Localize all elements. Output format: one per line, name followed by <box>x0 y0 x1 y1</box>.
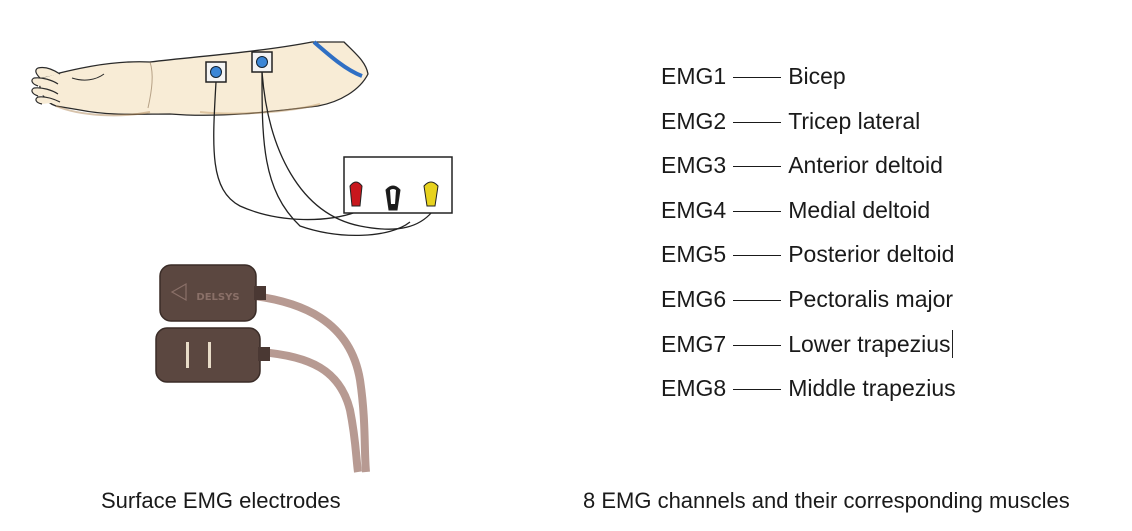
dash-line <box>733 299 782 301</box>
channel-row: EMG1 Bicep <box>661 62 1081 107</box>
dash-line <box>733 210 782 212</box>
red-lead-icon <box>349 181 363 207</box>
muscle-label: Medial deltoid <box>788 196 931 223</box>
contact-bar-1 <box>186 342 189 368</box>
dash-line <box>733 77 782 78</box>
channel-row: EMG6 Pectoralis major <box>661 285 1081 330</box>
arm-shape <box>38 41 369 116</box>
muscle-label: Anterior deltoid <box>788 152 943 179</box>
channel-label: EMG3 <box>661 152 727 179</box>
lead-wires <box>213 71 433 237</box>
yellow-lead-icon <box>423 181 439 207</box>
electrode-diagram: DELSYS <box>31 40 453 473</box>
arm-electrodes <box>205 51 273 83</box>
arrow-icon <box>170 282 187 302</box>
channel-list: EMG1 Bicep EMG2 Tricep lateral EMG3 Ante… <box>661 62 1081 419</box>
muscle-label: Lower trapezius <box>788 330 951 357</box>
channel-row: EMG5 Posterior deltoid <box>661 240 1081 285</box>
channel-row: EMG3 Anterior deltoid <box>661 151 1081 196</box>
channel-label: EMG1 <box>661 63 727 89</box>
channel-label: EMG4 <box>661 196 727 223</box>
lead-connectors <box>349 181 439 211</box>
dash-line <box>733 121 782 123</box>
caption-electrodes: Surface EMG electrodes <box>101 488 341 513</box>
electrode-illustration: DELSYS <box>0 0 520 480</box>
channel-label: EMG8 <box>661 375 727 402</box>
muscle-label: Pectoralis major <box>788 285 954 312</box>
channel-row: EMG8 Middle trapezius <box>661 374 1081 419</box>
dash-line <box>733 344 782 346</box>
muscle-label: Posterior deltoid <box>788 241 955 268</box>
channel-row: EMG4 Medial deltoid <box>661 196 1081 241</box>
dash-line <box>733 255 782 257</box>
dash-line <box>733 389 782 391</box>
channel-label: EMG6 <box>661 285 727 312</box>
sensor-cable-2 <box>259 348 362 473</box>
electrode-dot-icon <box>256 56 268 68</box>
muscle-label: Middle trapezius <box>788 375 956 402</box>
channel-label: EMG2 <box>661 107 727 134</box>
sleeve-edge <box>312 40 363 78</box>
channel-row: EMG2 Tricep lateral <box>661 107 1081 152</box>
dash-line <box>733 166 782 168</box>
contact-bar-2 <box>208 342 211 368</box>
caption-channels: 8 EMG channels and their corresponding m… <box>583 488 1070 513</box>
channel-label: EMG5 <box>661 241 727 268</box>
electrode-dot-icon <box>210 66 222 78</box>
sensor-cable-1 <box>253 292 370 473</box>
delsys-sensors: DELSYS <box>155 264 370 473</box>
arm-drawing <box>31 40 369 117</box>
text-cursor <box>951 329 954 358</box>
muscle-label: Tricep lateral <box>788 107 921 134</box>
muscle-label: Bicep <box>788 63 846 89</box>
delsys-logo: DELSYS <box>196 292 239 303</box>
channel-row: EMG7 Lower trapezius <box>661 329 1081 375</box>
channel-label: EMG7 <box>661 330 727 357</box>
